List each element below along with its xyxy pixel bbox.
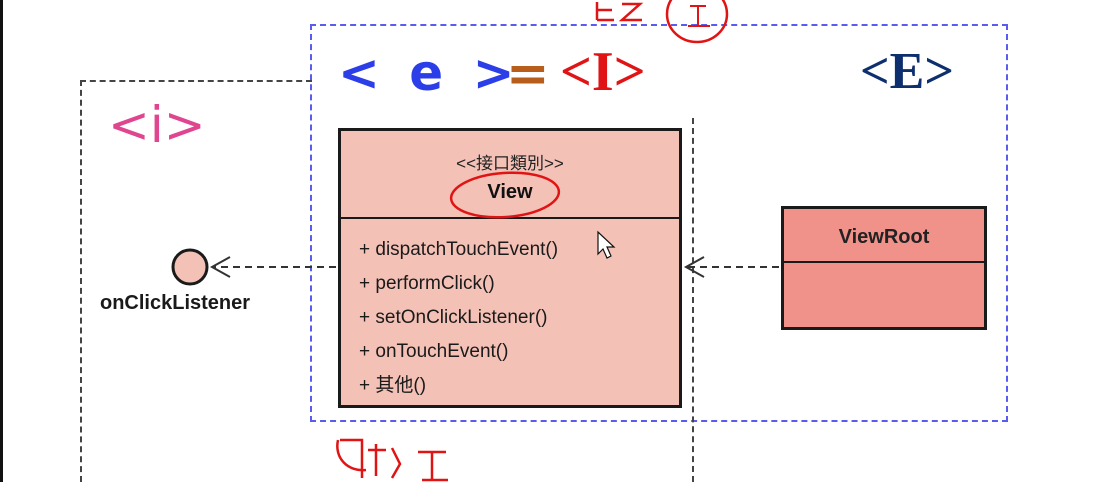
viewroot-class-box: ViewRoot <box>781 206 987 330</box>
view-class-header: <<接口類別>> View <box>341 131 679 219</box>
view-class-name: View <box>487 181 533 203</box>
view-stereotype: <<接口類別>> <box>456 154 564 173</box>
operation-other: + 其他() <box>359 375 427 396</box>
handwritten-scribble-bottom-icon <box>336 438 448 482</box>
symbol-e: < e > <box>338 44 521 102</box>
symbol-I: <I> <box>560 41 646 103</box>
symbol-equals: = <box>506 44 550 104</box>
arrowhead-view-icon <box>683 256 705 278</box>
view-class-box: <<接口類別>> View + dispatchTouchEvent() + p… <box>338 128 682 408</box>
operation-set-on-click-listener: + setOnClickListener() <box>359 307 548 328</box>
window-left-edge <box>0 0 3 482</box>
handwritten-mark-top-icon <box>688 5 710 27</box>
operation-dispatch-touch-event: + dispatchTouchEvent() <box>359 239 559 260</box>
symbol-i: <i> <box>108 96 206 154</box>
view-operations: + dispatchTouchEvent() + performClick() … <box>341 219 679 403</box>
framework-boundary <box>310 24 1008 422</box>
symbol-E: <E> <box>860 43 954 100</box>
interface-name: onClickListener <box>100 292 251 314</box>
app-boundary-right <box>692 118 694 482</box>
operation-on-touch-event: + onTouchEvent() <box>359 341 509 362</box>
mouse-cursor-icon <box>597 230 616 259</box>
handwritten-circle-top-icon <box>665 0 729 44</box>
operation-perform-click: + performClick() <box>359 273 495 294</box>
arrowhead-listener-icon <box>209 256 231 278</box>
interface-circle-icon <box>171 248 209 286</box>
app-boundary-left <box>80 80 82 482</box>
app-boundary-top <box>80 80 312 82</box>
handwritten-circle-view-icon <box>449 171 561 219</box>
handwritten-scribble-top-icon <box>595 2 644 22</box>
viewroot-class-name: ViewRoot <box>784 209 984 263</box>
